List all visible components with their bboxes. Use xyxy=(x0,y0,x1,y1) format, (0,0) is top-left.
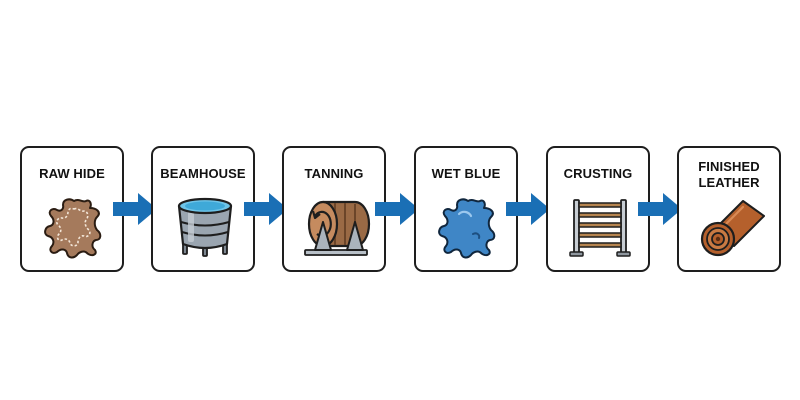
beamhouse-vat-icon xyxy=(177,197,233,257)
step-beamhouse: BEAMHOUSE xyxy=(151,146,255,272)
step-label-finished-leather-text: FINISHED LEATHER xyxy=(698,159,760,190)
step-crusting: CRUSTING xyxy=(546,146,650,272)
step-tanning: TANNING xyxy=(282,146,386,272)
step-label-wet-blue: WET BLUE xyxy=(431,166,501,181)
raw-hide-icon xyxy=(44,198,102,259)
step-finished-leather: FINISHED LEATHER xyxy=(677,146,781,272)
tanning-drum-icon xyxy=(304,200,371,256)
right-arrow-icon xyxy=(113,193,157,225)
step-label-crusting: CRUSTING xyxy=(563,166,633,181)
leather-roll-icon xyxy=(700,200,765,257)
crusting-rack-icon xyxy=(569,199,631,257)
right-arrow-icon xyxy=(244,193,288,225)
step-label-beamhouse: BEAMHOUSE xyxy=(160,166,246,181)
wet-blue-hide-icon xyxy=(438,198,496,259)
step-label-finished-leather: FINISHED LEATHER xyxy=(679,159,779,191)
right-arrow-icon xyxy=(506,193,550,225)
step-label-tanning: TANNING xyxy=(304,166,364,181)
right-arrow-icon xyxy=(638,193,682,225)
step-label-raw-hide: RAW HIDE xyxy=(39,166,105,181)
step-wet-blue: WET BLUE xyxy=(414,146,518,272)
right-arrow-icon xyxy=(375,193,419,225)
step-raw-hide: RAW HIDE xyxy=(20,146,124,272)
